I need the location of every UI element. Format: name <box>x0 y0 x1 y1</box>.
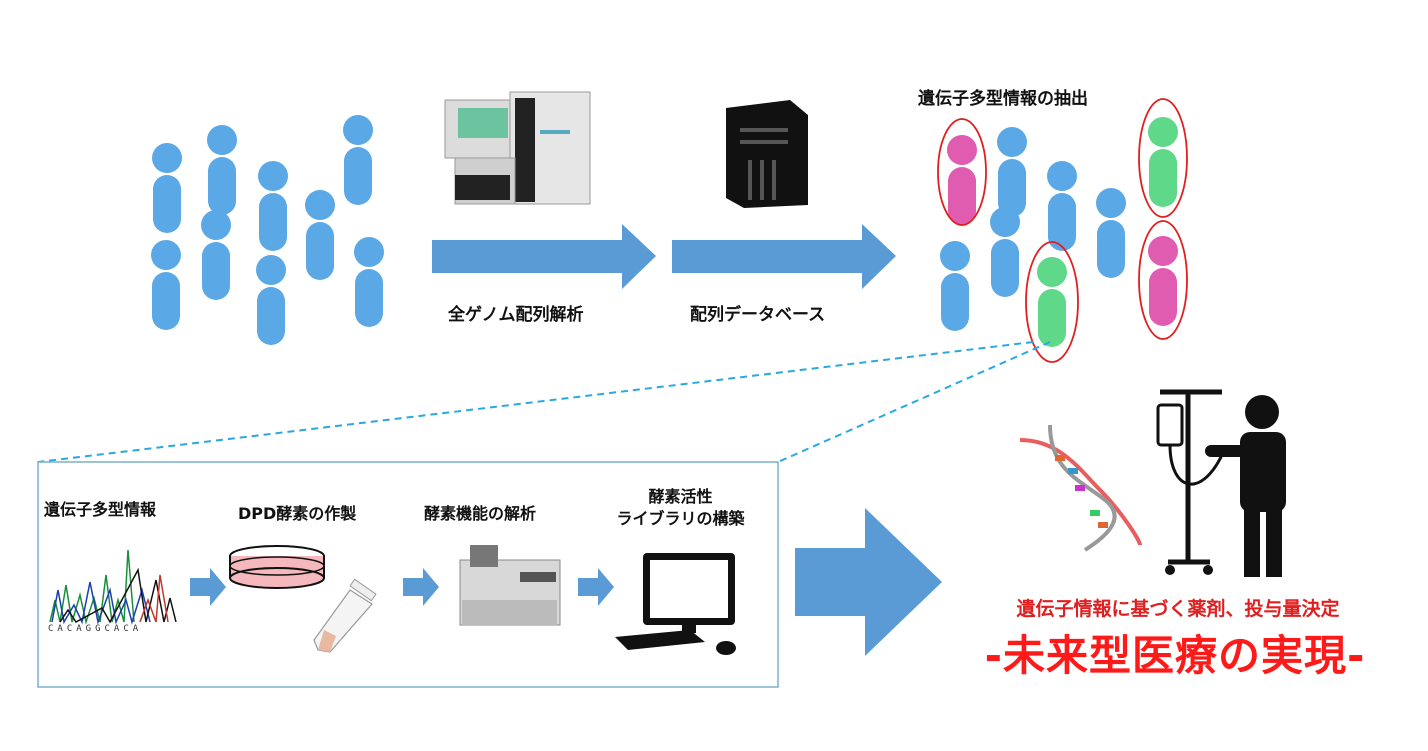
zoom-line <box>37 341 1034 463</box>
person-icon <box>207 125 237 215</box>
person-icon <box>256 255 286 345</box>
dna-helix-icon <box>1019 424 1142 552</box>
person-icon <box>354 237 384 327</box>
step-label-polymorphism: 遺伝子多型情報 <box>44 500 157 519</box>
step-arrow <box>578 568 614 606</box>
microtube-icon <box>313 578 377 653</box>
chromatogram-icon <box>49 549 177 625</box>
step-label-library-line1: 酵素活性 <box>648 487 713 506</box>
highlight-ellipse <box>1138 220 1188 340</box>
computer-icon <box>615 553 736 655</box>
arrow-label-genome-sequencing: 全ゲノム配列解析 <box>448 305 584 325</box>
server-icon <box>726 100 808 208</box>
highlight-ellipse <box>937 118 987 226</box>
sequencer-icon <box>444 91 591 205</box>
arrow-label-sequence-database: 配列データベース <box>690 305 826 325</box>
person-icon <box>343 115 373 205</box>
highlight-ellipse <box>1138 98 1188 218</box>
process-arrow <box>432 224 656 289</box>
person-icon <box>940 241 970 331</box>
person-icon <box>305 190 335 280</box>
person-icon <box>151 240 181 330</box>
person-icon <box>1037 257 1067 347</box>
person-icon <box>997 127 1027 217</box>
result-arrow <box>795 508 942 656</box>
person-icon <box>258 161 288 251</box>
highlight-ellipse <box>1025 241 1079 363</box>
process-arrow <box>672 224 896 289</box>
zoom-line <box>777 341 1051 463</box>
person-icon <box>1148 117 1178 207</box>
dna-sequence-text: CACAGGCACA <box>48 624 143 634</box>
iv-patient-icon <box>1156 389 1286 577</box>
step-arrow <box>190 568 226 606</box>
step-arrow <box>403 568 439 606</box>
person-icon <box>201 210 231 300</box>
extract-label: 遺伝子多型情報の抽出 <box>918 89 1088 109</box>
petri-dish-icon <box>229 545 325 589</box>
person-icon <box>152 143 182 233</box>
person-icon <box>1096 188 1126 278</box>
person-icon <box>947 135 977 225</box>
result-subtitle: 遺伝子情報に基づく薬剤、投与量決定 <box>1016 598 1340 620</box>
person-icon <box>1148 236 1178 326</box>
step-label-enzyme-analysis: 酵素機能の解析 <box>424 504 537 523</box>
step-label-library-line2: ライブラリの構築 <box>616 509 745 528</box>
person-icon <box>990 207 1020 297</box>
person-icon <box>1047 161 1077 251</box>
step-label-library: 酵素活性 ライブラリの構築 <box>593 486 768 530</box>
result-title: -未来型医療の実現- <box>984 631 1366 680</box>
mass-spectrometer-icon <box>459 545 561 626</box>
step-label-dpd-enzyme: DPD酵素の作製 <box>238 504 357 523</box>
